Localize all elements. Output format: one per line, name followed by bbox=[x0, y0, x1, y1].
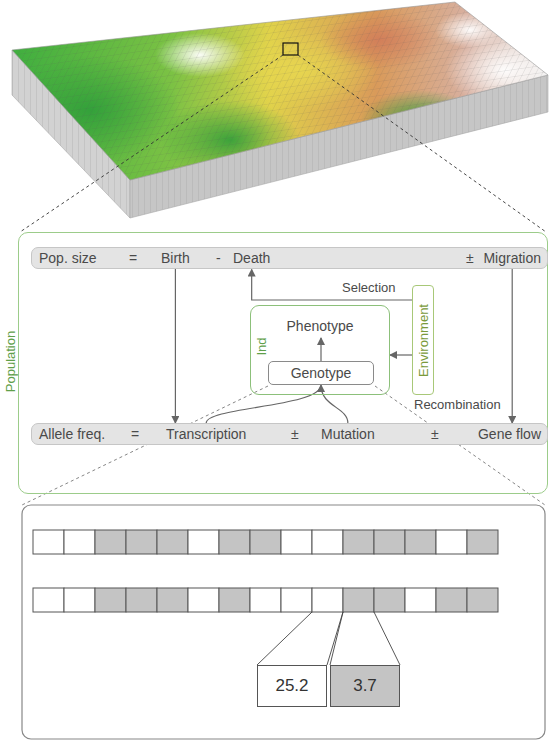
term-text: ± bbox=[431, 424, 439, 444]
term-text: Migration bbox=[483, 248, 541, 268]
term-text: ± bbox=[466, 248, 474, 268]
connector-arrow bbox=[206, 385, 348, 423]
edge-label: Selection bbox=[340, 280, 397, 295]
allele-square bbox=[467, 530, 498, 554]
allele-square bbox=[33, 588, 64, 612]
vertical-label: Population bbox=[3, 330, 18, 391]
term-text: = bbox=[131, 424, 139, 444]
allele-square bbox=[157, 588, 188, 612]
term-text: Mutation bbox=[321, 424, 375, 444]
allele-square bbox=[405, 588, 436, 612]
allele-square bbox=[343, 530, 374, 554]
term-text: Death bbox=[233, 248, 270, 268]
edge-label: Recombination bbox=[412, 397, 503, 412]
term-text: Phenotype bbox=[251, 318, 389, 334]
term-text: 3.7 bbox=[353, 676, 377, 696]
population-panel: PopulationPop. size=Birth-Death±Migratio… bbox=[18, 232, 548, 494]
term-text: Genotype bbox=[291, 365, 352, 381]
allele-square bbox=[126, 588, 157, 612]
term-text: Gene flow bbox=[478, 424, 541, 444]
allele-square bbox=[467, 588, 498, 612]
population-size-bar: Pop. size = Birth -Death ± Migration bbox=[31, 247, 548, 269]
connector-arrow bbox=[252, 270, 412, 301]
allele-square bbox=[343, 588, 374, 612]
vertical-label: Environment bbox=[415, 304, 430, 377]
allele-square bbox=[219, 588, 250, 612]
term-text: ± bbox=[291, 424, 299, 444]
allele-square bbox=[281, 588, 312, 612]
allele-square bbox=[312, 530, 343, 554]
allele-square bbox=[250, 588, 281, 612]
individual-box: Ind PhenotypeGenotype bbox=[250, 305, 390, 395]
allele-square bbox=[64, 588, 95, 612]
allele-square bbox=[64, 530, 95, 554]
allele-square bbox=[281, 530, 312, 554]
allele-square bbox=[126, 530, 157, 554]
allele-square bbox=[219, 530, 250, 554]
allele-square bbox=[157, 530, 188, 554]
environment-box: Environment bbox=[412, 285, 434, 395]
term-text: Allele freq. bbox=[39, 424, 105, 444]
allele-square bbox=[188, 588, 219, 612]
allele-square bbox=[436, 530, 467, 554]
allele-square bbox=[33, 530, 64, 554]
allele-square bbox=[374, 530, 405, 554]
term-text: Transcription bbox=[166, 424, 246, 444]
connector-arrow bbox=[390, 354, 412, 355]
allele-square bbox=[405, 530, 436, 554]
allele-square bbox=[250, 530, 281, 554]
value-box: 3.7 bbox=[330, 665, 400, 707]
allele-square bbox=[374, 588, 405, 612]
allele-frequency-bar: Allele freq. = Transcription ± Mutation ± Gene… bbox=[31, 423, 548, 445]
term-text: 25.2 bbox=[275, 676, 308, 696]
allele-square bbox=[95, 530, 126, 554]
genotype-box: Genotype bbox=[268, 361, 374, 385]
allele-square bbox=[436, 588, 467, 612]
vertical-label: Ind bbox=[254, 337, 269, 355]
connector-arrow bbox=[175, 269, 176, 423]
allele-square bbox=[188, 530, 219, 554]
term-text: Birth bbox=[161, 248, 190, 268]
term-text: - bbox=[216, 248, 221, 268]
connector-arrow bbox=[512, 269, 513, 423]
allele-square bbox=[312, 588, 343, 612]
allele-square bbox=[95, 588, 126, 612]
term-text: Pop. size bbox=[39, 248, 97, 268]
value-box: 25.2 bbox=[257, 665, 327, 707]
term-text: = bbox=[129, 248, 137, 268]
